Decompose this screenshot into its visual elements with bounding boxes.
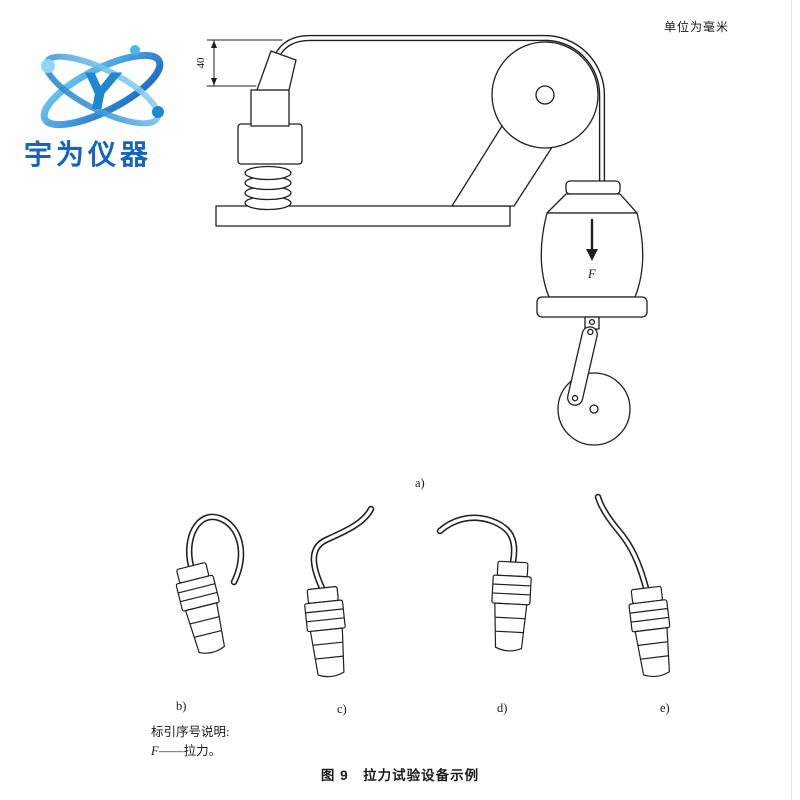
subfigure-label-d: d) — [497, 701, 508, 715]
lower-pulley-hub — [589, 404, 599, 414]
dimension-marker: 40 — [195, 39, 283, 87]
logo-dot — [152, 106, 164, 118]
connector-plug-c — [302, 585, 351, 680]
cable-e — [594, 493, 650, 592]
connector-plug-b — [171, 560, 232, 658]
legend-title: 标引序号说明: — [151, 725, 230, 739]
logo-text: 宇为仪器 — [24, 139, 152, 170]
test-cable — [273, 34, 606, 192]
dimension-value: 40 — [195, 57, 207, 69]
spring — [244, 165, 292, 211]
force-symbol: F — [587, 267, 596, 281]
logo-dot — [130, 45, 140, 55]
connector-plug-e — [626, 585, 677, 680]
subfigure-label-c: c) — [337, 702, 347, 716]
connector-samples-diagram — [171, 493, 677, 680]
cable-b — [185, 513, 245, 586]
base-plate — [215, 205, 511, 227]
legend-symbol: F — [151, 744, 159, 758]
pulley-hub — [535, 85, 555, 105]
logo-dot — [41, 59, 55, 73]
connector-boot — [256, 50, 297, 91]
company-logo: Y 宇为仪器 — [24, 45, 164, 170]
unit-note: 单位为毫米 — [664, 20, 730, 34]
legend-entry: F——拉力。 — [151, 740, 221, 759]
figure-caption: 图 9 拉力试验设备示例 — [320, 768, 480, 783]
connector-fixture — [237, 89, 303, 165]
subfigure-label-b: b) — [176, 699, 187, 713]
tensile-test-apparatus-diagram: 40 F — [195, 34, 648, 446]
subfigure-label-a: a) — [415, 476, 425, 490]
subfigure-label-e: e) — [660, 701, 670, 715]
cable-c — [310, 505, 375, 592]
force-arrow: F — [586, 218, 598, 281]
cable-d — [436, 514, 518, 566]
logo-y-glyph: Y — [82, 63, 123, 121]
connector-plug-d — [488, 560, 533, 653]
link-bar — [566, 326, 598, 406]
page-edge-line — [791, 0, 792, 800]
legend-text: ——拉力。 — [158, 744, 222, 758]
